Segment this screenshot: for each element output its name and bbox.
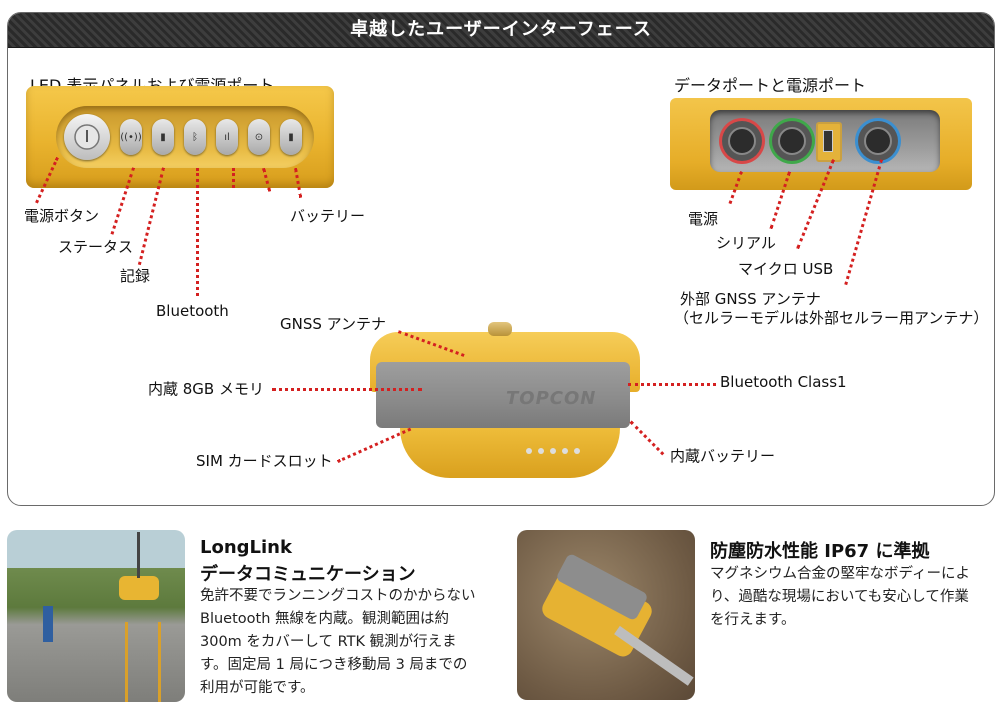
feature1-body-line: 300m をカバーして RTK 観測が行えま [200,634,457,650]
gnss-antenna-label: GNSS アンテナ [280,315,387,333]
tripod [125,622,161,702]
data-port-photo [670,98,972,190]
leader-bluetooth [196,168,201,296]
port-section-title: データポートと電源ポート [674,76,867,95]
serial-label: シリアル [716,234,776,252]
ext-gnss-port [858,121,898,161]
mini-led [550,448,556,454]
banner-title: 卓越したユーザーインターフェース [350,19,652,40]
feature1-title-line1: LongLink [200,537,292,558]
ext-gnss-label: 外部 GNSS アンテナ [680,290,821,308]
signal-icon: ıl [216,119,238,155]
radio-icon: ⊙ [248,119,270,155]
bluetooth-label: Bluetooth [156,302,229,320]
receiver-body: TOPCON [376,362,630,428]
ip67-photo [517,530,695,700]
feature2-body: マグネシウム合金の堅牢なボディーによ り、過酷な現場においても安心して作業 を行… [710,563,1000,632]
serial-port [772,121,812,161]
port-inset [710,110,940,172]
power-port [722,121,762,161]
micro-usb-label: マイクロ USB [738,260,834,278]
record-icon: ▮ [152,119,174,155]
power-button-label: 電源ボタン [24,207,100,225]
banner [8,13,994,48]
record-label: 記録 [120,267,151,285]
ext-gnss-note: （セルラーモデルは外部セルラー用アンテナ） [674,309,989,327]
memory-label: 内蔵 8GB メモリ [148,380,264,398]
antenna-cap [488,322,512,336]
feature1-body-line: Bluetooth 無線を内蔵。観測範囲は約 [200,611,449,627]
mini-led [562,448,568,454]
feature2-body-line: を行えます。 [710,612,796,628]
feature1-body: 免許不要でランニングコストのかからない Bluetooth 無線を内蔵。観測範囲… [200,585,500,700]
leader-memory [272,388,422,393]
feature1-title-line2: データコミュニケーション [200,564,416,585]
feature1-body-line: 免許不要でランニングコストのかからない [200,588,476,604]
status-label: ステータス [58,238,134,256]
status-icon: ((•)) [120,119,142,155]
sim-slot-label: SIM カードスロット [196,452,333,470]
mini-led [526,448,532,454]
feature2-body-line: マグネシウム合金の堅牢なボディーによ [710,566,970,582]
feature1-body-line: す。固定局 1 局につき移動局 3 局までの [200,657,468,673]
surveyor [43,606,53,642]
antenna-rod [137,532,140,578]
longlink-photo [7,530,185,702]
leader-bt-class [628,383,716,388]
receiver-illustration: TOPCON [330,318,670,488]
feature2-title: 防塵防水性能 IP67 に準拠 [710,541,930,562]
led-panel-photo: ((•)) ▮ ᛒ ıl ⊙ ▮ [26,86,334,188]
mini-led [574,448,580,454]
feature1-body-line: 利用が可能です。 [200,680,315,696]
mini-led [538,448,544,454]
led-panel-inset: ((•)) ▮ ᛒ ıl ⊙ ▮ [56,106,314,168]
receiver-bottom [400,424,620,478]
leader-signal [232,168,237,188]
internal-battery-label: 内蔵バッテリー [670,447,776,465]
receiver-on-pole [119,576,159,600]
bt-class-label: Bluetooth Class1 [720,373,847,391]
battery-icon: ▮ [280,119,302,155]
power-icon [64,114,110,160]
brand-logo: TOPCON [506,388,597,409]
micro-usb-port [816,122,842,162]
bluetooth-icon: ᛒ [184,119,206,155]
usb-slot [823,130,833,152]
battery-label: バッテリー [290,207,366,225]
port-power-label: 電源 [688,210,719,228]
feature2-body-line: り、過酷な現場においても安心して作業 [710,589,969,605]
